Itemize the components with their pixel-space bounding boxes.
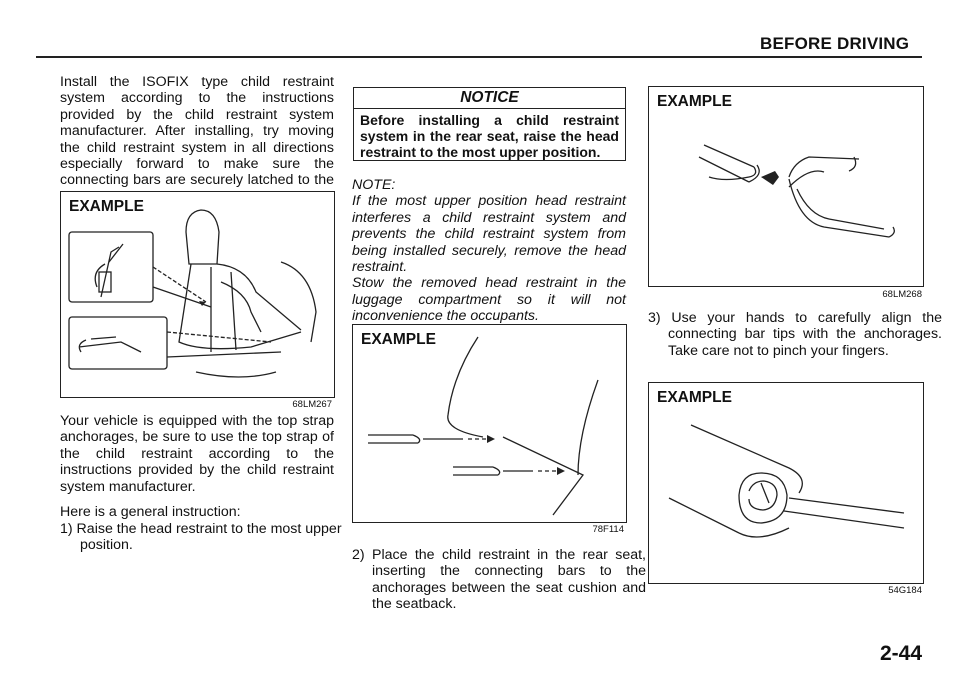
connecting-bars-illustration [368, 336, 599, 516]
section-title: BEFORE DRIVING [760, 34, 910, 53]
note-block: NOTE: If the most upper position head re… [352, 177, 626, 325]
notice-box: NOTICE Before installing a child restrai… [353, 87, 626, 161]
seat-illustration [68, 209, 317, 378]
bar-latch-illustration [668, 424, 905, 538]
align-tips-illustration [698, 144, 895, 238]
step-2: 2) Place the child restraint in the rear… [352, 547, 646, 613]
notice-body: Before installing a child restraint syst… [360, 112, 619, 160]
note-label: NOTE: [352, 177, 396, 193]
header-rule [36, 56, 922, 58]
figure-bar-latch: EXAMPLE [648, 382, 924, 584]
figure-code: 68LM267 [292, 399, 332, 410]
note-text-2: Stow the removed head restraint in the l… [352, 275, 626, 325]
figure-label: EXAMPLE [69, 198, 144, 215]
figure-align-tips: EXAMPLE [648, 86, 924, 287]
step-3: 3) Use your hands to carefully align the… [648, 310, 942, 359]
intro-paragraph: Install the ISOFIX type child restraint … [60, 74, 334, 205]
figure-code: 68LM268 [882, 289, 922, 300]
tether-paragraph: Your vehicle is equipped with the top st… [60, 413, 334, 495]
figure-code: 78F114 [592, 524, 624, 535]
figure-label: EXAMPLE [657, 389, 732, 406]
general-instruction: Here is a general instruction: [60, 504, 241, 520]
step-1: 1) Raise the head restraint to the most … [60, 521, 342, 554]
figure-label: EXAMPLE [657, 93, 732, 110]
figure-code: 54G184 [888, 585, 922, 596]
note-text: If the most upper position head restrain… [352, 193, 626, 276]
figure-label: EXAMPLE [361, 331, 436, 348]
notice-title: NOTICE [354, 88, 625, 109]
figure-connecting-bars: EXAMPLE [352, 324, 627, 523]
page-number: 2-44 [880, 642, 923, 665]
figure-isofix-seat: EXAMPLE [60, 191, 335, 398]
